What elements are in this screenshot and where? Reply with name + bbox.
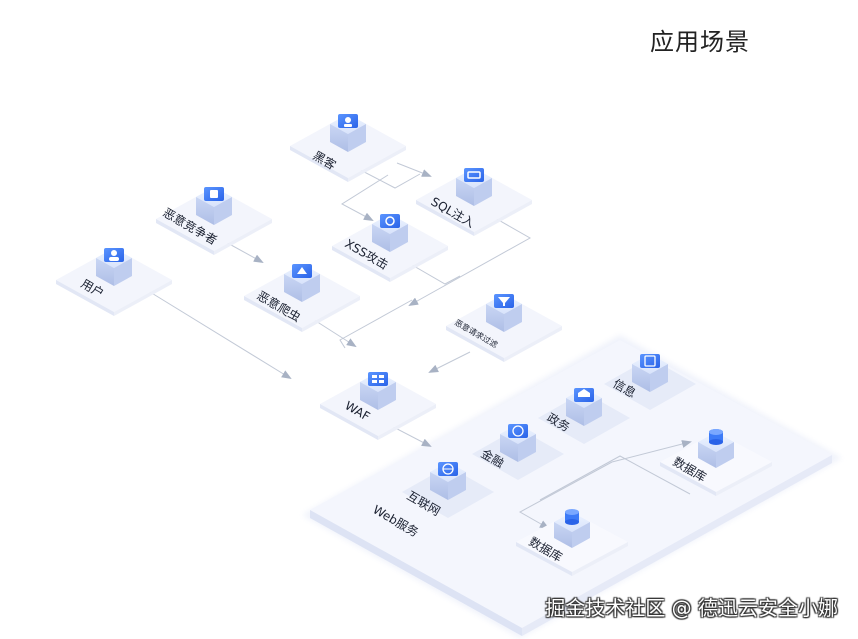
node-waf: WAF xyxy=(320,372,436,440)
node-xss-attack: XSS攻击 xyxy=(332,214,448,282)
node-malicious-competitor: 恶意竞争者 xyxy=(156,187,272,255)
node-sql-injection: SQL注入 xyxy=(416,168,532,236)
node-finance: 金融 xyxy=(472,424,564,480)
node-info: 信息 xyxy=(604,354,696,410)
node-request-filter: 恶意请求过滤 xyxy=(446,294,562,362)
node-database-bottom: 数据库 xyxy=(516,509,628,576)
node-malicious-crawler: 恶意爬虫 xyxy=(244,264,360,332)
watermark: 掘金技术社区 @ 德迅云安全小娜 xyxy=(545,596,838,620)
node-hacker: 黑客 xyxy=(290,114,406,182)
node-user: 用户 xyxy=(56,248,172,316)
node-internet: 互联网 xyxy=(402,462,494,519)
node-government: 政务 xyxy=(538,388,630,444)
page-title: 应用场景 xyxy=(650,28,750,56)
